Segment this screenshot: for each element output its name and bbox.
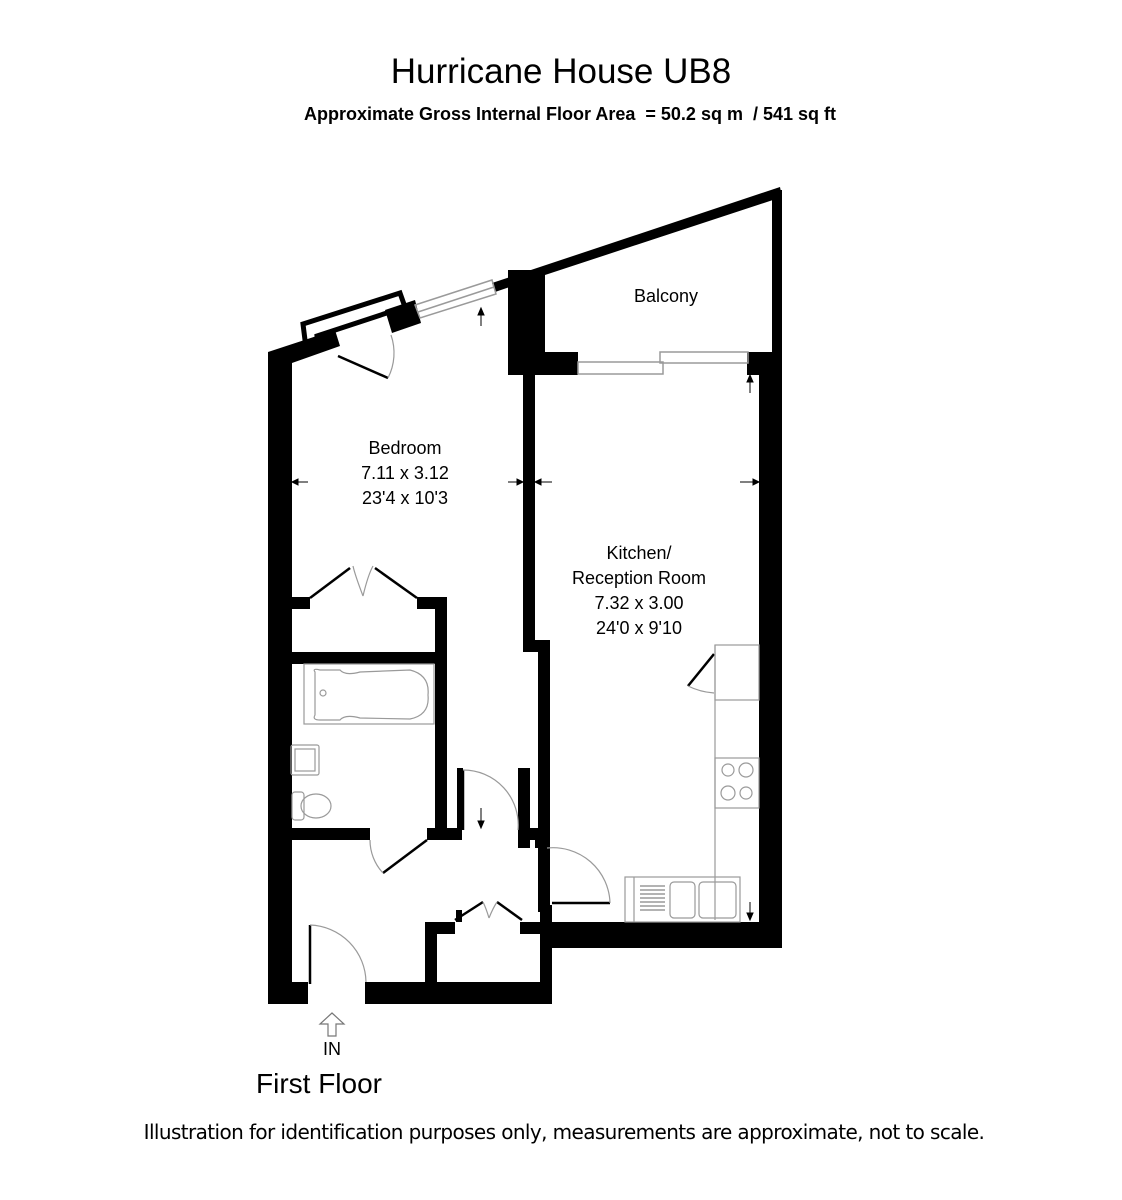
walls — [268, 187, 782, 1004]
kitchen-metric: 7.32 x 3.00 — [594, 593, 684, 613]
doors — [308, 334, 715, 984]
dimension-arrows — [290, 306, 761, 922]
bedroom-imperial: 23'4 x 10'3 — [362, 488, 448, 508]
room-label-balcony: Balcony — [633, 286, 699, 306]
floor-label: First Floor — [256, 1068, 382, 1099]
disclaimer: Illustration for identification purposes… — [143, 1120, 985, 1144]
entrance-label: IN — [323, 1039, 341, 1059]
kitchen-imperial: 24'0 x 9'10 — [596, 618, 682, 638]
bedroom-name: Bedroom — [368, 438, 442, 458]
plan-title: Hurricane House UB8 — [390, 52, 732, 91]
fixtures — [290, 644, 760, 923]
entrance-arrow-icon — [318, 1012, 346, 1037]
windows — [414, 279, 749, 375]
kitchen-name-2: Reception Room — [571, 568, 707, 588]
room-label-kitchen: Kitchen/ Reception Room 7.32 x 3.00 24'0… — [572, 542, 706, 639]
floor-area-subtitle: Approximate Gross Internal Floor Area = … — [303, 104, 836, 124]
bedroom-metric: 7.11 x 3.12 — [361, 463, 449, 483]
room-label-bedroom: Bedroom 7.11 x 3.12 23'4 x 10'3 — [361, 437, 449, 509]
kitchen-name-1: Kitchen/ — [606, 543, 672, 563]
